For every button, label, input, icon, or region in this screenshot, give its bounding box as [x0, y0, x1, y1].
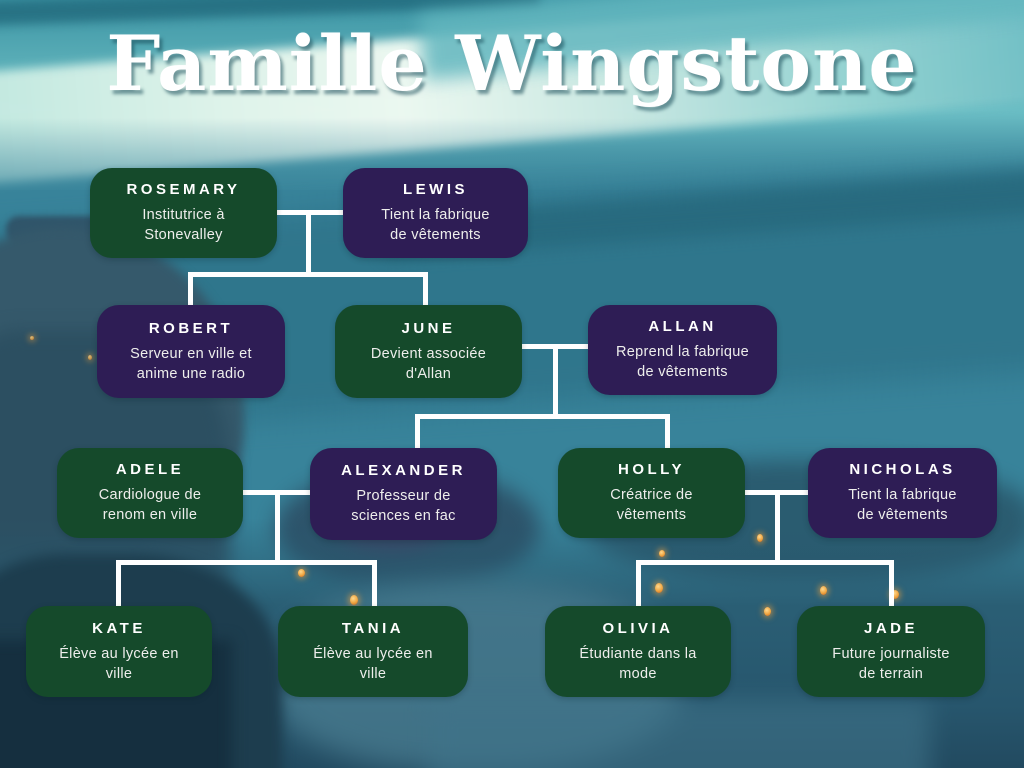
- family-member-card-olivia: OLIVIA Étudiante dans la mode: [545, 606, 731, 697]
- lantern-light: [30, 336, 34, 340]
- member-name: OLIVIA: [602, 619, 674, 637]
- member-role: Élève au lycée en ville: [313, 645, 433, 682]
- descent-line-holly-nicholas: [775, 493, 780, 563]
- couple-line-june-allan: [520, 344, 592, 349]
- member-name: HOLLY: [618, 461, 685, 478]
- lantern-light: [891, 590, 899, 599]
- member-role: Serveur en ville et anime une radio: [130, 345, 252, 382]
- couple-line-rosemary-lewis: [275, 210, 345, 215]
- member-name: LEWIS: [403, 181, 468, 198]
- member-role: Tient la fabrique de vêtements: [848, 487, 957, 523]
- lantern-light: [757, 534, 763, 542]
- lantern-light: [350, 595, 358, 605]
- descent-line-june-allan: [553, 347, 558, 417]
- member-name: ADELE: [115, 461, 185, 478]
- family-member-card-adele: ADELE Cardiologue de renom en ville: [57, 448, 243, 538]
- couple-line-holly-nicholas: [743, 490, 811, 495]
- family-member-card-nicholas: NICHOLAS Tient la fabrique de vêtements: [808, 448, 997, 538]
- member-name: TANIA: [341, 619, 405, 637]
- drop-line-tania: [372, 563, 377, 608]
- family-member-card-june: JUNE Devient associée d'Allan: [335, 305, 522, 398]
- sibling-line-alexander-holly: [415, 414, 670, 419]
- family-member-card-tania: TANIA Élève au lycée en ville: [278, 606, 468, 697]
- sibling-line-kate-tania: [116, 560, 377, 565]
- member-name: JUNE: [401, 319, 456, 337]
- member-role: Future journaliste de terrain: [832, 645, 950, 682]
- family-member-card-allan: ALLAN Reprend la fabrique de vêtements: [588, 305, 777, 395]
- lantern-light: [298, 569, 305, 577]
- lantern-light: [655, 583, 663, 593]
- drop-line-june: [423, 275, 428, 307]
- member-role: Tient la fabrique de vêtements: [381, 207, 490, 243]
- drop-line-holly: [665, 417, 670, 450]
- descent-line-rosemary-lewis: [306, 213, 311, 275]
- lantern-light: [764, 607, 771, 616]
- lantern-light: [659, 550, 665, 557]
- member-role: Élève au lycée en ville: [59, 645, 179, 682]
- member-name: ALLAN: [648, 318, 717, 335]
- member-name: JADE: [863, 619, 918, 637]
- member-name: ROSEMARY: [126, 181, 241, 198]
- member-role: Cardiologue de renom en ville: [98, 487, 202, 523]
- member-role: Créatrice de vêtements: [610, 487, 693, 523]
- sibling-line-olivia-jade: [636, 560, 894, 565]
- family-member-card-jade: JADE Future journaliste de terrain: [797, 606, 985, 697]
- member-role: Devient associée d'Allan: [370, 345, 487, 382]
- family-member-card-holly: HOLLY Créatrice de vêtements: [558, 448, 745, 538]
- member-role: Reprend la fabrique de vêtements: [615, 344, 750, 380]
- member-name: NICHOLAS: [849, 461, 956, 478]
- lantern-light: [88, 355, 92, 360]
- member-name: KATE: [92, 619, 146, 637]
- drop-line-alexander: [415, 417, 420, 450]
- member-role: Professeur de sciences en fac: [351, 488, 456, 524]
- member-name: ROBERT: [148, 319, 234, 337]
- drop-line-kate: [116, 563, 121, 608]
- descent-line-adele-alexander: [275, 493, 280, 563]
- page-title: Famille Wingstone: [106, 19, 918, 108]
- member-role: Institutrice à Stonevalley: [142, 207, 225, 243]
- lantern-light: [820, 586, 827, 595]
- couple-line-adele-alexander: [241, 490, 313, 495]
- sibling-line-robert-june: [188, 272, 428, 277]
- family-member-card-lewis: LEWIS Tient la fabrique de vêtements: [343, 168, 528, 258]
- member-name: ALEXANDER: [341, 462, 466, 479]
- water-highlight-lower: [430, 700, 930, 768]
- drop-line-jade: [889, 563, 894, 608]
- drop-line-robert: [188, 275, 193, 307]
- drop-line-olivia: [636, 563, 641, 608]
- member-role: Étudiante dans la mode: [579, 645, 697, 682]
- family-member-card-rosemary: ROSEMARY Institutrice à Stonevalley: [90, 168, 277, 258]
- family-member-card-alexander: ALEXANDER Professeur de sciences en fac: [310, 448, 497, 540]
- family-member-card-robert: ROBERT Serveur en ville et anime une rad…: [97, 305, 285, 398]
- family-member-card-kate: KATE Élève au lycée en ville: [26, 606, 212, 697]
